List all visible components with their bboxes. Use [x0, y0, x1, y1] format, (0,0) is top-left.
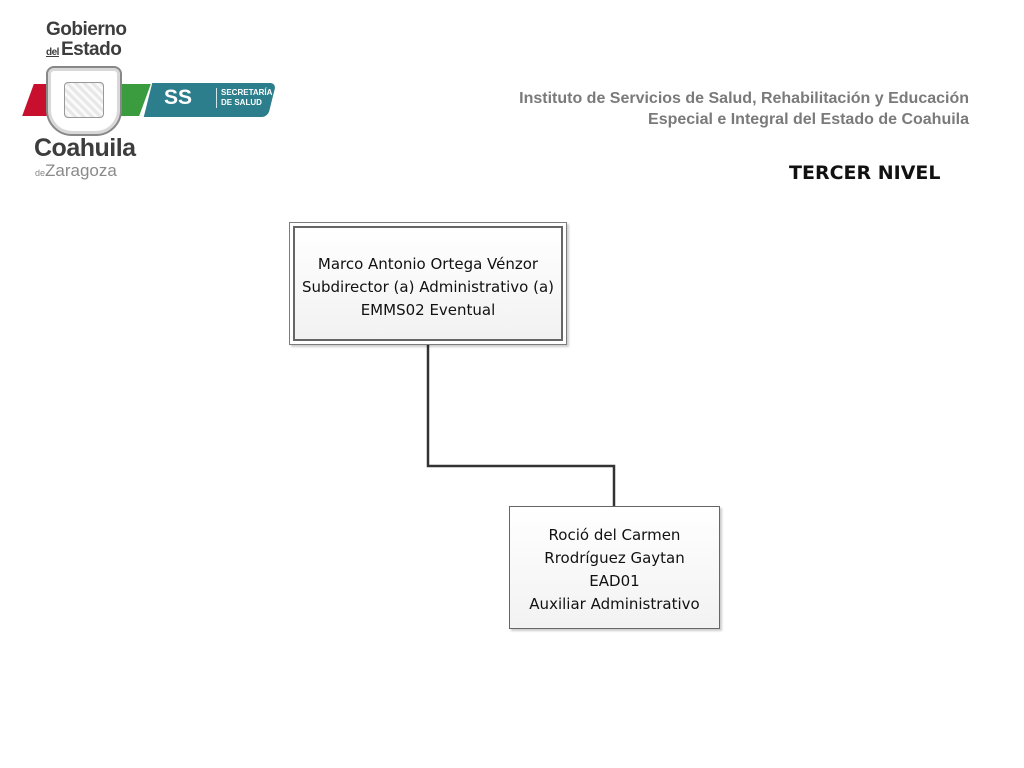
secretaria-text: SECRETARÍA: [221, 88, 273, 97]
coat-of-arms-icon: [46, 66, 122, 136]
de-zaragoza-wordmark: deZaragoza: [35, 161, 117, 181]
node-title: Subdirector (a) Administrativo (a): [301, 278, 554, 296]
org-node-auxiliar: Roció del Carmen Rrodríguez Gaytan EAD01…: [509, 506, 720, 629]
node-code: EAD01: [589, 572, 640, 590]
node-code: EMMS02 Eventual: [360, 301, 496, 319]
level-heading: TERCER NIVEL: [789, 162, 941, 184]
de-text: de: [35, 168, 46, 178]
coahuila-wordmark: Coahuila: [34, 134, 136, 162]
institute-line-2: Especial e Integral del Estado de Coahui…: [648, 111, 969, 128]
institute-line-1: Instituto de Servicios de Salud, Rehabil…: [519, 90, 969, 107]
secretaria-de-salud-text: SECRETARÍA DE SALUD: [216, 88, 272, 108]
zaragoza-text: Zaragoza: [45, 161, 117, 180]
estado-text: Estado: [60, 39, 122, 60]
node-name-line-2: Rrodríguez Gaytan: [544, 549, 685, 567]
node-name: Marco Antonio Ortega Vénzor: [317, 255, 539, 273]
institute-name: Instituto de Servicios de Salud, Rehabil…: [519, 88, 969, 130]
gobierno-text: Gobierno: [46, 19, 127, 40]
node-name-line-1: Roció del Carmen: [548, 526, 681, 544]
node-title: Auxiliar Administrativo: [529, 595, 700, 613]
org-node-subdirector: Marco Antonio Ortega Vénzor Subdirector …: [289, 222, 567, 345]
de-salud-text: DE SALUD: [221, 98, 262, 107]
del-text: del: [46, 47, 59, 58]
ss-mark: SS: [164, 86, 193, 109]
